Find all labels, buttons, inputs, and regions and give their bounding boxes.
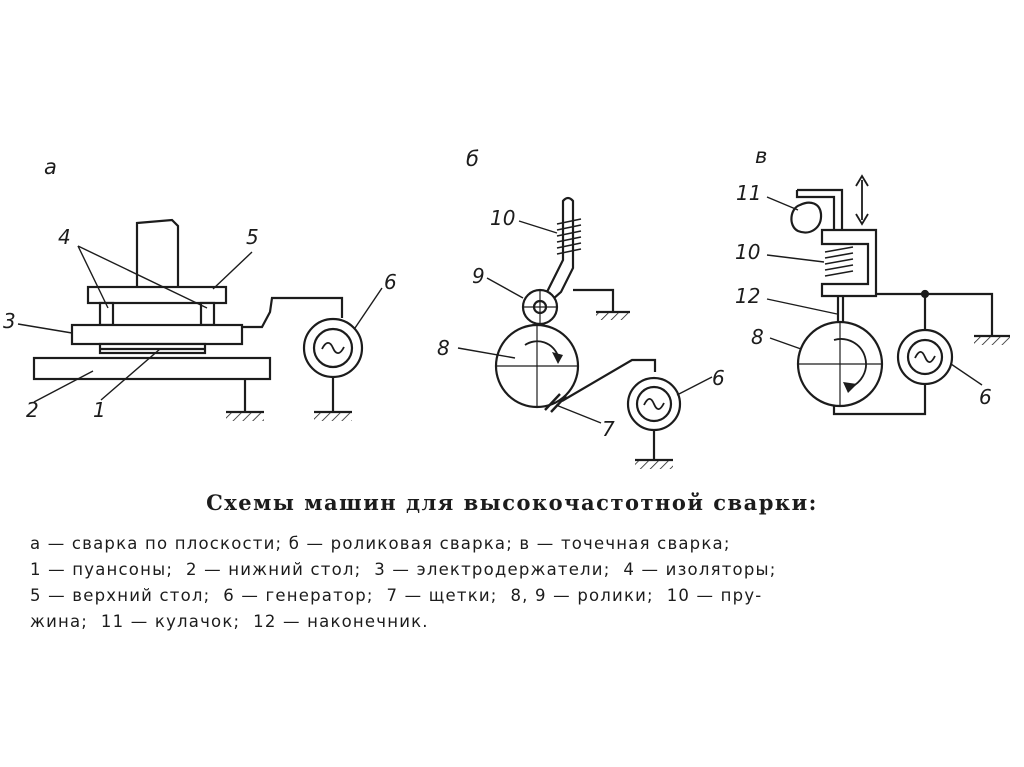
label-b-8: 8 (437, 336, 450, 360)
lead-a (242, 296, 344, 329)
section-a-label: а (44, 155, 57, 179)
spring-rod (545, 196, 575, 302)
scheme-a: а (3, 155, 397, 422)
press-rod (135, 218, 180, 290)
legend-line: а — сварка по плоскости; б — роликовая с… (30, 534, 731, 553)
legend: а — сварка по плоскости; б — роликовая с… (30, 531, 998, 635)
cam-bracket (797, 188, 844, 230)
legend-line: 5 — верхний стол; 6 — генератор; 7 — щет… (30, 586, 763, 605)
legend-line: 1 — пуансоны; 2 — нижний стол; 3 — элект… (30, 560, 777, 579)
label-a-5: 5 (246, 225, 259, 249)
label-b-7: 7 (602, 417, 615, 441)
label-v-8: 8 (751, 325, 764, 349)
ground-hatch (314, 412, 352, 421)
label-v-10: 10 (735, 240, 760, 264)
caption-title: Схемы машин для высокочастотной сварки: (206, 490, 818, 515)
section-v-label: в (755, 144, 767, 168)
generator-a-icon (302, 317, 364, 379)
welding-machines-diagram: а (3, 144, 1010, 469)
label-a-4: 4 (58, 225, 71, 249)
ground-hatch (596, 312, 630, 320)
ground-hatch (974, 336, 1010, 345)
spring-v (824, 246, 854, 277)
c-frame (820, 228, 878, 298)
lower-table (32, 356, 272, 381)
section-b-label: б (466, 147, 479, 171)
legend-line: жина; 11 — кулачок; 12 — наконечник. (30, 612, 429, 631)
spring-b (556, 218, 582, 255)
roller-8 (494, 323, 580, 409)
label-v-6: 6 (979, 385, 992, 409)
scheme-v: в (735, 144, 1010, 416)
generator-b-icon (626, 376, 682, 432)
generator-v-icon (896, 328, 954, 386)
cam-icon (790, 201, 823, 234)
label-b-10: 10 (490, 206, 515, 230)
label-a-6: 6 (384, 270, 397, 294)
double-arrow-icon (855, 174, 869, 226)
label-b-6: 6 (712, 366, 725, 390)
brushes (544, 393, 567, 413)
label-a-1: 1 (93, 398, 106, 422)
roller-9 (521, 288, 559, 326)
ground-hatch (635, 460, 673, 469)
label-b-9: 9 (472, 264, 485, 288)
label-v-12: 12 (735, 284, 760, 308)
electrode-holder (70, 323, 244, 346)
ground-hatch (226, 412, 264, 421)
label-v-11: 11 (736, 181, 761, 205)
upper-table (86, 285, 228, 305)
scheme-b: б (437, 147, 725, 469)
label-a-3: 3 (3, 309, 16, 333)
label-a-2: 2 (26, 398, 39, 422)
roller-v-8 (796, 320, 884, 408)
